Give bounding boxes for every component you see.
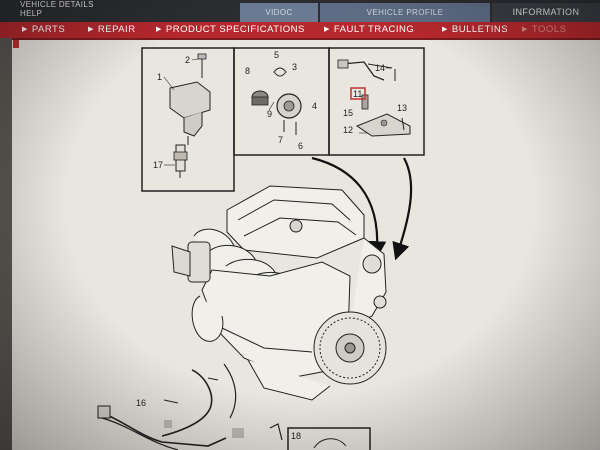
callout-11[interactable]: 11 — [353, 89, 362, 99]
callout-13[interactable]: 13 — [397, 103, 407, 113]
nav-tools[interactable]: ▶TOOLS — [522, 22, 566, 38]
nav-product-label: PRODUCT SPECIFICATIONS — [165, 24, 305, 35]
detail-box-camshaft-sensor[interactable]: 5 3 8 4 9 7 6 — [233, 47, 330, 156]
engine-illustration — [171, 185, 387, 401]
callout-14[interactable]: 14 — [375, 63, 385, 73]
play-arrow-icon: ▶ — [522, 26, 528, 33]
nav-repair-label: REPAIR — [97, 24, 136, 35]
tab-information[interactable]: INFORMATION — [492, 3, 600, 22]
tab-vidoc[interactable]: VIDOC — [240, 3, 318, 22]
left-frame — [0, 38, 12, 450]
callout-16[interactable]: 16 — [136, 398, 146, 408]
play-arrow-icon: ▶ — [442, 26, 448, 33]
exploded-parts-diagram: 1 2 17 5 3 8 — [12, 40, 600, 450]
nav-parts[interactable]: ▶PARTS — [22, 22, 65, 38]
callout-17[interactable]: 17 — [153, 160, 163, 170]
pointer-arrows — [311, 156, 413, 261]
detail-box-ignition[interactable]: 1 2 17 — [141, 47, 235, 192]
top-menu: VEHICLE DETAILS HELP — [20, 0, 94, 18]
tab-vehicle-profile[interactable]: VEHICLE PROFILE — [320, 3, 490, 22]
callout-2[interactable]: 2 — [185, 55, 190, 65]
menu-vehicle-details[interactable]: VEHICLE DETAILS — [20, 0, 94, 9]
expand-handle-icon[interactable] — [13, 40, 19, 48]
nav-fault-tracing[interactable]: ▶FAULT TRACING — [324, 22, 414, 38]
header-bar: VEHICLE DETAILS HELP VIDOC VEHICLE PROFI… — [0, 0, 600, 22]
callout-4[interactable]: 4 — [312, 101, 317, 111]
callout-9[interactable]: 9 — [267, 109, 272, 119]
nav-repair[interactable]: ▶REPAIR — [88, 22, 136, 38]
knock-sensor-harness — [97, 363, 371, 450]
play-arrow-icon: ▶ — [324, 26, 330, 33]
callout-12[interactable]: 12 — [343, 125, 353, 135]
callout-5[interactable]: 5 — [274, 50, 279, 60]
callout-3[interactable]: 3 — [292, 62, 297, 72]
nav-parts-label: PARTS — [31, 24, 66, 35]
menu-help[interactable]: HELP — [20, 9, 43, 18]
callout-8[interactable]: 8 — [245, 66, 250, 76]
callout-18[interactable]: 18 — [291, 431, 301, 441]
nav-product-specifications[interactable]: ▶PRODUCT SPECIFICATIONS — [156, 22, 305, 38]
diagram-canvas: 1 2 17 5 3 8 — [97, 47, 425, 450]
callout-1[interactable]: 1 — [157, 72, 162, 82]
highlight-frame-part-11[interactable] — [350, 87, 366, 100]
nav-bulletins-label: BULLETINS — [451, 24, 509, 35]
main-nav-bar: ▶PARTS ▶REPAIR ▶PRODUCT SPECIFICATIONS ▶… — [0, 22, 600, 40]
play-arrow-icon: ▶ — [156, 26, 162, 33]
play-arrow-icon: ▶ — [22, 26, 28, 33]
detail-box-crankshaft-sensor[interactable]: 14 11 13 15 12 — [328, 47, 425, 156]
nav-fault-label: FAULT TRACING — [333, 24, 415, 35]
callout-6[interactable]: 6 — [298, 141, 303, 151]
nav-bulletins[interactable]: ▶BULLETINS — [442, 22, 508, 38]
nav-tools-label: TOOLS — [531, 24, 567, 35]
callout-7[interactable]: 7 — [278, 135, 283, 145]
play-arrow-icon: ▶ — [88, 26, 94, 33]
callout-15[interactable]: 15 — [343, 108, 353, 118]
